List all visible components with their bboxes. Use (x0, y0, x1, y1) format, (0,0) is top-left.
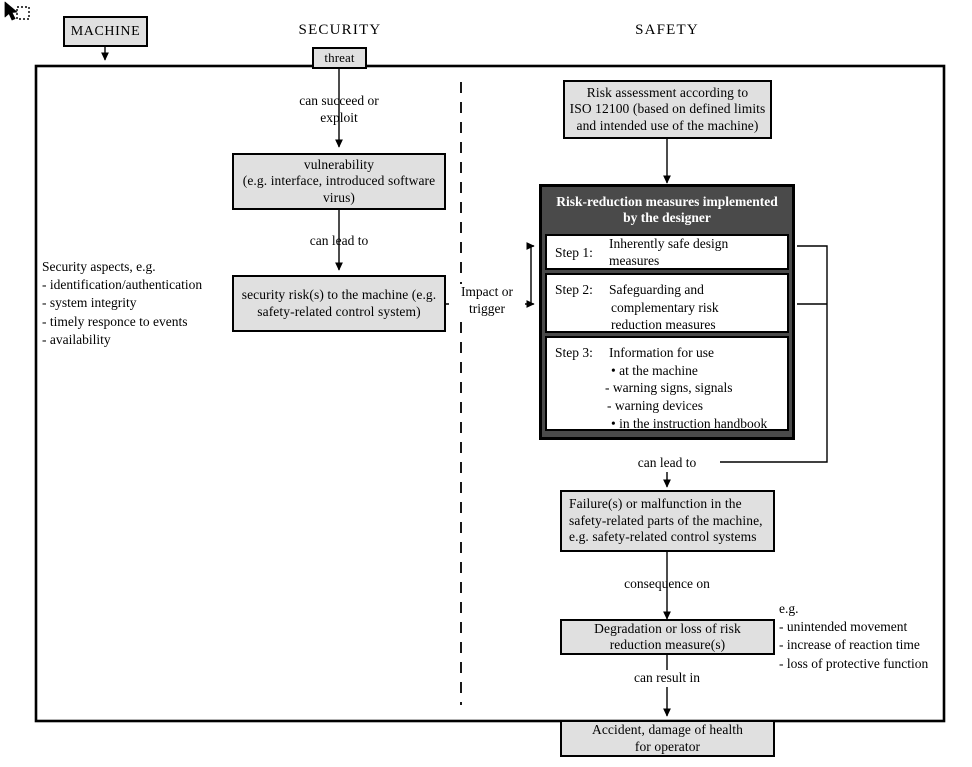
degradation-examples-note: e.g. - unintended movement - increase of… (779, 601, 929, 671)
risk-assessment-box: Risk assessment according to ISO 12100 (… (563, 80, 772, 139)
threat-box: threat (312, 47, 367, 69)
accident-box: Accident, damage of health for operator (560, 720, 775, 757)
column-heading-security: SECURITY (298, 22, 382, 38)
edge-label-consequence-on: consequence on (624, 576, 710, 591)
step-3-bullet-3: - warning devices (607, 398, 703, 414)
step-2-text: Safeguarding and (609, 282, 704, 298)
step-3-bullet-2: - warning signs, signals (605, 380, 733, 396)
step-3-bullet-1: • at the machine (611, 362, 698, 378)
edge-label-can-lead-to-risk: can lead to (309, 233, 369, 248)
step-1-label: Step 1: (555, 244, 593, 260)
measures-header: Risk-reduction measures implemented by t… (556, 194, 778, 226)
step-3-bullet-4: • in the instruction handbook (611, 415, 768, 431)
step-3-label: Step 3: (555, 345, 593, 361)
vulnerability-box: vulnerability (e.g. interface, introduce… (232, 153, 446, 210)
arrow-to-step1 (526, 242, 535, 304)
machine-box: MACHINE (63, 16, 148, 47)
step-2-subtext: complementary risk reduction measures (611, 299, 719, 333)
edge-label-can-result-in: can result in (614, 670, 720, 687)
edge-label-can-lead-to-failure: can lead to (614, 455, 720, 472)
step-3-row[interactable]: Step 3: Information for use • at the mach… (545, 336, 789, 432)
step-3-text: Information for use (609, 345, 714, 361)
degradation-box: Degradation or loss of risk reduction me… (560, 619, 775, 655)
step-2-label: Step 2: (555, 282, 593, 298)
security-risk-box: security risk(s) to the machine (e.g. sa… (232, 275, 446, 332)
step-1-text: Inherently safe design measures (609, 235, 729, 269)
mouse-cursor-icon (4, 1, 30, 21)
step-1-row[interactable]: Step 1: Inherently safe design measures (545, 234, 789, 271)
risk-reduction-measures-group: Risk-reduction measures implemented by t… (539, 184, 795, 440)
impact-or-trigger-label: Impact or trigger (449, 284, 525, 318)
step-2-row[interactable]: Step 2: Safeguarding and complementary ri… (545, 273, 789, 334)
edge-label-can-succeed-or-exploit: can succeed or exploit (299, 93, 379, 125)
failure-box: Failure(s) or malfunction in the safety-… (560, 490, 775, 552)
security-aspects-note: Security aspects, e.g. - identification/… (42, 259, 203, 347)
column-heading-safety: SAFETY (635, 22, 699, 38)
